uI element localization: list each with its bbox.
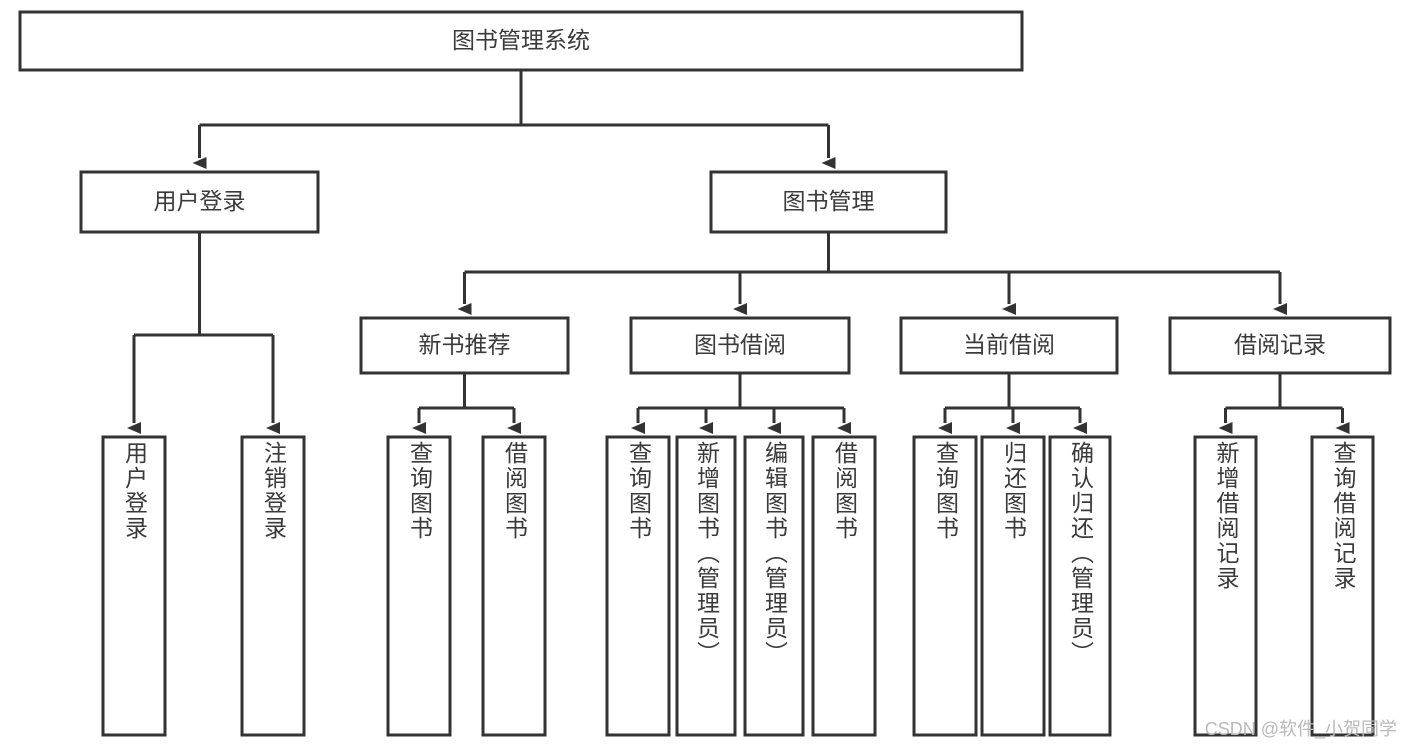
node-box [912, 435, 978, 737]
node-leaf-user-login[interactable] [101, 435, 167, 737]
node-label: 图书借阅 [694, 332, 786, 358]
node-box [18, 10, 1024, 72]
node-box [675, 435, 737, 737]
node-current-borrow[interactable]: 当前借阅 [899, 316, 1119, 375]
node-box [605, 435, 671, 737]
node-label: 图书管理 [783, 188, 875, 214]
node-box [1310, 435, 1375, 737]
node-label: 用户登录 [154, 188, 246, 214]
node-borrow-record[interactable]: 借阅记录 [1168, 316, 1392, 375]
node-label: 图书管理系统 [452, 27, 590, 53]
node-box [629, 316, 851, 375]
node-box [1168, 316, 1392, 375]
node-leaf-borrow-book-rec[interactable] [481, 435, 547, 737]
node-box [386, 435, 452, 737]
node-leaf-query-borrow-record[interactable] [1310, 435, 1375, 737]
node-leaf-add-book-admin[interactable] [675, 435, 737, 737]
node-book-manage[interactable]: 图书管理 [709, 170, 948, 234]
node-leaf-return-book[interactable] [980, 435, 1046, 737]
node-label: 当前借阅 [963, 332, 1055, 358]
node-leaf-query-book-rec[interactable] [386, 435, 452, 737]
node-box [899, 316, 1119, 375]
watermark-text: CSDN @软件_小贺同学 [1204, 719, 1397, 739]
node-book-borrow[interactable]: 图书借阅 [629, 316, 851, 375]
node-box [980, 435, 1046, 737]
node-box [359, 316, 570, 375]
node-new-book-recommend[interactable]: 新书推荐 [359, 316, 570, 375]
node-box [79, 170, 320, 234]
node-root[interactable]: 图书管理系统 [18, 10, 1024, 72]
node-box [1048, 435, 1112, 737]
node-box [240, 435, 306, 737]
node-leaf-borrow-book-2[interactable] [811, 435, 877, 737]
node-leaf-add-borrow-record[interactable] [1193, 435, 1258, 737]
node-leaf-query-book-borrow[interactable] [605, 435, 671, 737]
node-leaf-edit-book-admin[interactable] [743, 435, 805, 737]
connector-layer [127, 70, 1350, 434]
node-label: 新书推荐 [419, 332, 511, 358]
node-box [743, 435, 805, 737]
node-leaf-query-book-cur[interactable] [912, 435, 978, 737]
node-box [811, 435, 877, 737]
node-user-login[interactable]: 用户登录 [79, 170, 320, 234]
node-box [481, 435, 547, 737]
node-box [101, 435, 167, 737]
node-box [1193, 435, 1258, 737]
node-label: 借阅记录 [1234, 332, 1326, 358]
node-leaf-logout-login[interactable] [240, 435, 306, 737]
node-box [709, 170, 948, 234]
node-leaf-confirm-return-admin[interactable] [1048, 435, 1112, 737]
